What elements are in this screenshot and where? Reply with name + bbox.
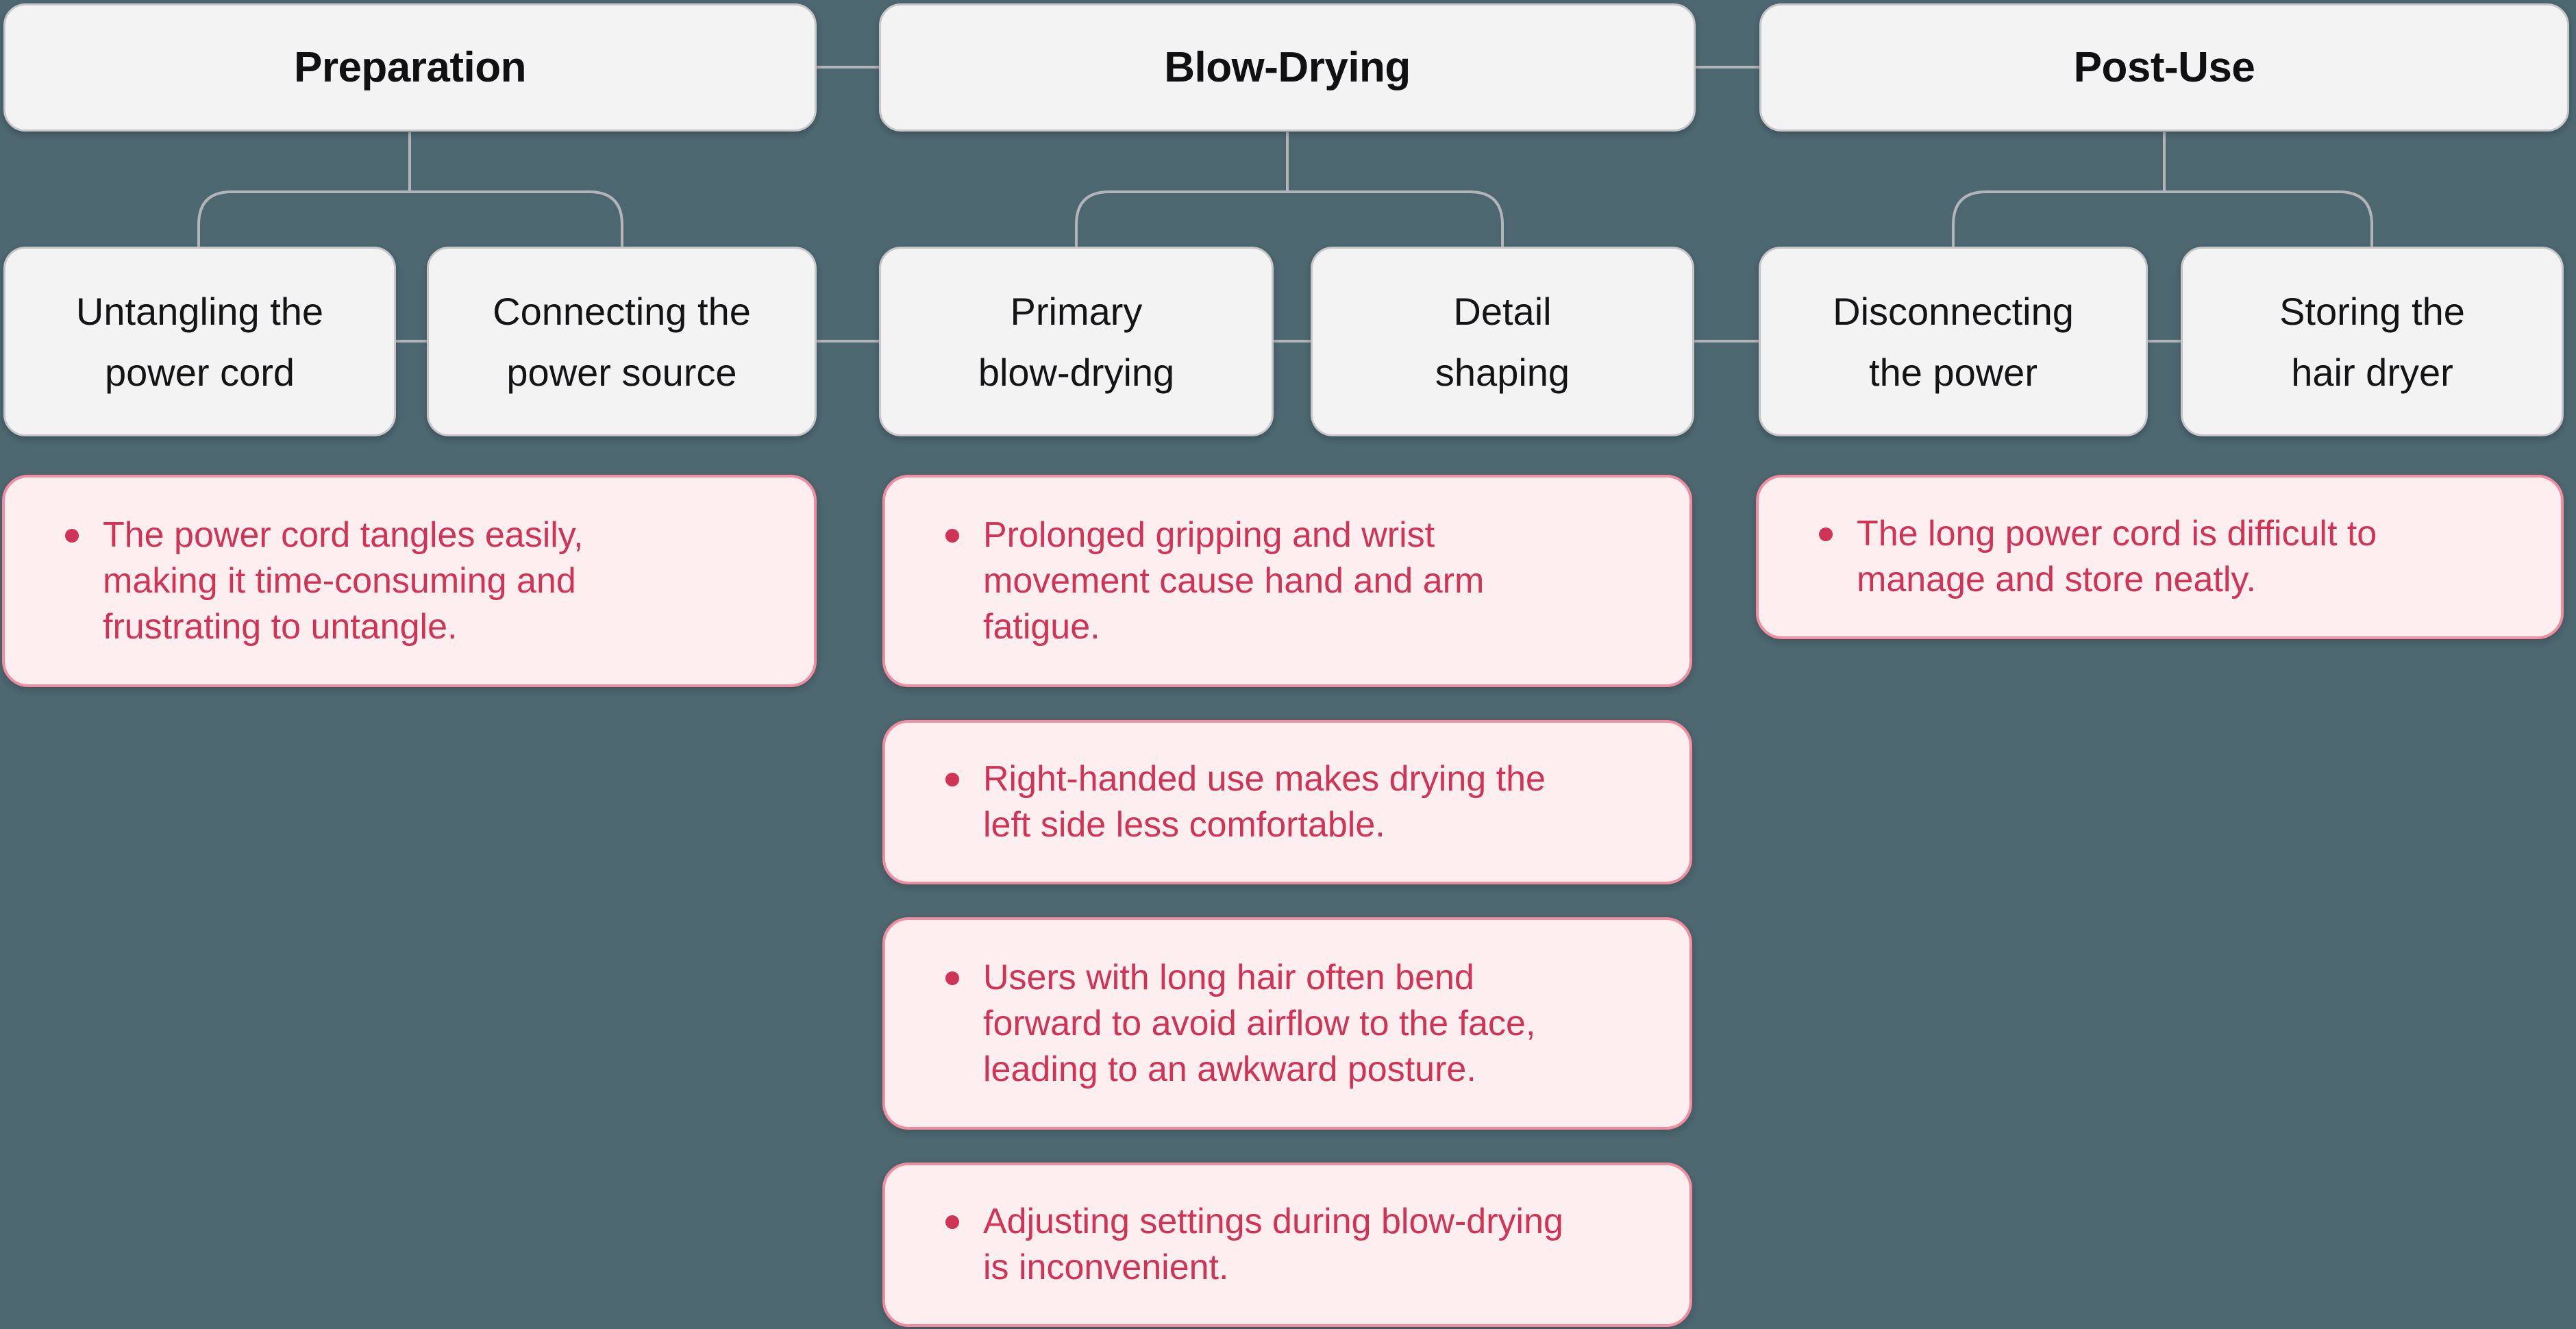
pain-point-item: Prolonged gripping and wrist movement ca… bbox=[885, 512, 1532, 650]
step-label: Primary blow-drying bbox=[978, 289, 1175, 394]
bullet-dot-icon bbox=[945, 971, 959, 985]
step-label: Storing the hair dryer bbox=[2279, 289, 2465, 394]
pain-point-item: The long power cord is difficult to mana… bbox=[1759, 511, 2425, 603]
pain-point-text: Right-handed use makes drying the left s… bbox=[983, 759, 1546, 845]
tree-connector-post-use bbox=[1952, 132, 2373, 247]
pain-point-card-blow-drying-2: Right-handed use makes drying the left s… bbox=[882, 720, 1692, 884]
bullet-dot-icon bbox=[1819, 527, 1833, 541]
pain-point-text: Adjusting settings during blow-drying is… bbox=[983, 1202, 1563, 1287]
step-node-detail-shaping: Detail shaping bbox=[1311, 247, 1694, 436]
step-label: Connecting the power source bbox=[493, 289, 751, 394]
pain-point-item: Right-handed use makes drying the left s… bbox=[885, 756, 1594, 848]
step-node-disconnecting-power: Disconnecting the power bbox=[1759, 247, 2148, 436]
step-label: Untangling the power cord bbox=[75, 289, 324, 394]
stage-title: Post-Use bbox=[2073, 44, 2255, 91]
step-label: Detail shaping bbox=[1435, 289, 1570, 394]
tree-connector-blow-drying bbox=[1075, 132, 1504, 247]
step-node-storing-hair-dryer: Storing the hair dryer bbox=[2181, 247, 2564, 436]
stage-node-blow-drying: Blow-Drying bbox=[879, 3, 1696, 132]
pain-point-item: Users with long hair often bend forward … bbox=[885, 955, 1583, 1093]
step-node-untangling-power-cord: Untangling the power cord bbox=[3, 247, 396, 436]
pain-point-text: The long power cord is difficult to mana… bbox=[1857, 514, 2377, 599]
pain-point-text: Users with long hair often bend forward … bbox=[983, 957, 1536, 1089]
bullet-dot-icon bbox=[945, 1215, 959, 1229]
pain-point-card-blow-drying-4: Adjusting settings during blow-drying is… bbox=[882, 1163, 1692, 1327]
stage-node-preparation: Preparation bbox=[3, 3, 817, 132]
stage-title: Preparation bbox=[293, 44, 527, 91]
pain-point-card-preparation-1: The power cord tangles easily, making it… bbox=[2, 475, 817, 687]
stage-title: Blow-Drying bbox=[1164, 44, 1411, 91]
pain-point-item: Adjusting settings during blow-drying is… bbox=[885, 1199, 1611, 1291]
tree-connector-preparation bbox=[197, 132, 623, 247]
pain-point-text: Prolonged gripping and wrist movement ca… bbox=[983, 514, 1485, 647]
pain-point-item: The power cord tangles easily, making it… bbox=[5, 512, 631, 650]
stage-node-post-use: Post-Use bbox=[1759, 3, 2569, 132]
bullet-dot-icon bbox=[65, 528, 79, 543]
step-label: Disconnecting the power bbox=[1833, 289, 2074, 394]
step-node-connecting-power-source: Connecting the power source bbox=[427, 247, 817, 436]
bullet-dot-icon bbox=[945, 773, 959, 786]
pain-point-card-blow-drying-1: Prolonged gripping and wrist movement ca… bbox=[882, 475, 1692, 687]
pain-point-card-blow-drying-3: Users with long hair often bend forward … bbox=[882, 917, 1692, 1130]
step-node-primary-blow-drying: Primary blow-drying bbox=[879, 247, 1274, 436]
pain-point-card-post-use-1: The long power cord is difficult to mana… bbox=[1756, 475, 2564, 639]
bullet-dot-icon bbox=[945, 528, 959, 543]
pain-point-text: The power cord tangles easily, making it… bbox=[103, 514, 584, 647]
